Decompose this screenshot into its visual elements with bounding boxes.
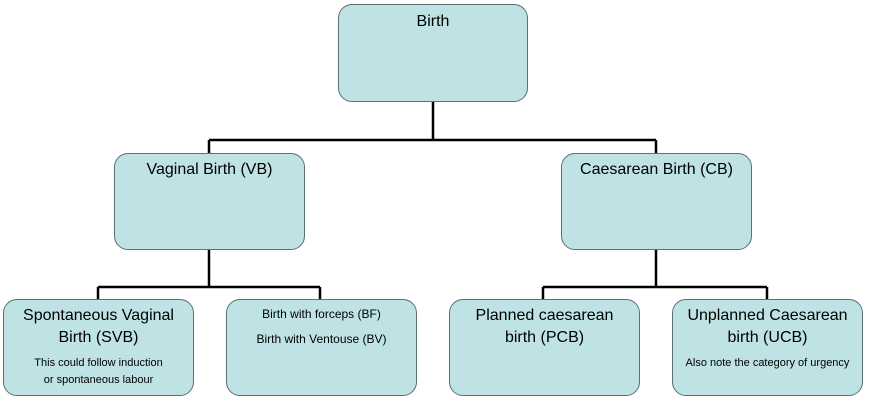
node-birth: Birth [338,4,528,102]
node-svb-note: This could follow induction or spontaneo… [34,357,163,386]
node-birth-title: Birth [416,13,450,30]
node-ucb-title: Unplanned Caesarean birth (UCB) [687,307,848,346]
node-forceps-label: Birth with forceps (BF) [262,307,381,321]
node-svb: Spontaneous Vaginal Birth (SVB) This cou… [3,299,194,396]
node-ucb-note: Also note the category of urgency [685,357,850,369]
node-caesarean-birth-title: Caesarean Birth (CB) [580,161,733,178]
node-caesarean-birth: Caesarean Birth (CB) [561,153,752,250]
node-instrumental: Birth with forceps (BF) Birth with Vento… [226,299,417,396]
node-ucb: Unplanned Caesarean birth (UCB) Also not… [672,299,863,396]
node-vaginal-birth: Vaginal Birth (VB) [114,153,305,250]
node-pcb-title: Planned caesarean birth (PCB) [475,307,614,346]
node-vaginal-birth-title: Vaginal Birth (VB) [146,161,273,178]
node-pcb: Planned caesarean birth (PCB) [449,299,640,396]
node-svb-title: Spontaneous Vaginal Birth (SVB) [23,307,174,346]
node-ventouse-label: Birth with Ventouse (BV) [256,332,387,346]
